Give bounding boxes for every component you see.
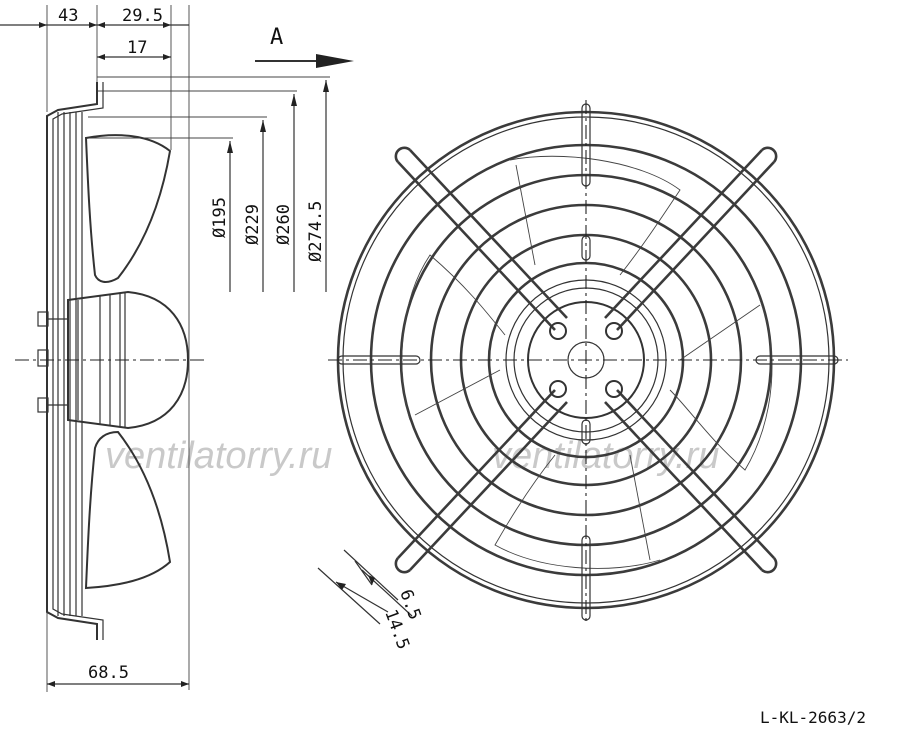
blade-outline [494, 454, 661, 569]
blade-edge [679, 304, 761, 361]
dim-arrow [89, 22, 97, 28]
blade-edge [414, 369, 501, 416]
bracket-dim-line [335, 581, 389, 613]
dim-arrow [163, 22, 171, 28]
bracket-ext [317, 567, 381, 625]
dia-label-229: Ø229 [243, 204, 263, 245]
bracket-br-end [761, 557, 778, 574]
dim-arrow [291, 94, 297, 106]
blade-outline [669, 299, 773, 471]
mount-hole [549, 322, 567, 340]
lower-blade [84, 430, 172, 590]
blade-edge [629, 454, 651, 561]
guard-frame-inner [52, 82, 104, 640]
dim-label-43: 43 [58, 6, 78, 26]
bracket-br [616, 389, 775, 559]
mount-hole [605, 322, 623, 340]
bracket-tr-end [761, 146, 778, 163]
bracket-bl [397, 389, 556, 559]
dim-arrow [336, 582, 346, 590]
bracket-ext [343, 549, 399, 601]
mounting-brackets [394, 146, 778, 574]
dim-arrow [163, 54, 171, 60]
dim-label-29-5: 29.5 [122, 6, 163, 26]
blade-outline [401, 254, 506, 421]
dia-label-195: Ø195 [210, 197, 230, 238]
dim-arrow [260, 120, 266, 132]
dim-arrow [97, 22, 105, 28]
mount-hole [605, 380, 623, 398]
watermarks: ventilatorry.ru ventilatorry.ru [105, 435, 719, 477]
dim-arrow [227, 141, 233, 153]
bracket-tr [604, 149, 763, 319]
motor-hub [67, 290, 190, 430]
dim-label-17: 17 [127, 38, 147, 58]
bracket-tl [397, 161, 556, 331]
dim-arrow [181, 681, 189, 687]
blade-edge [515, 164, 536, 266]
mount-hole [549, 380, 567, 398]
dim-arrow [39, 22, 47, 28]
front-view: 6.5 14.5 [317, 100, 848, 652]
guard-frame-outer [46, 82, 98, 640]
dia-label-260: Ø260 [274, 204, 294, 245]
dim-arrow [47, 681, 55, 687]
dim-label-68-5: 68.5 [88, 663, 129, 683]
dia-label-274-5: Ø274.5 [306, 201, 326, 262]
bracket-tr [616, 161, 775, 331]
bracket-dim-line [354, 560, 373, 586]
bracket-tl [409, 149, 568, 319]
dim-arrow [323, 80, 329, 92]
view-arrow-head [316, 54, 354, 68]
bracket-br [604, 401, 763, 571]
bracket-bl-end [394, 557, 411, 574]
drawing-code: L-KL-2663/2 [760, 708, 866, 727]
mount-stud [37, 349, 49, 367]
bracket-bl [409, 401, 568, 571]
watermark-left: ventilatorry.ru [105, 435, 332, 477]
dim-arrow [97, 54, 105, 60]
bracket-tl-end [394, 146, 411, 163]
view-label-a: A [270, 25, 283, 50]
dim-arrow [368, 575, 375, 585]
side-view: 43 29.5 17 A Ø195 Ø229 Ø260 Ø274.5 [0, 5, 354, 692]
blade-outline [509, 155, 681, 276]
upper-blade [84, 134, 172, 283]
